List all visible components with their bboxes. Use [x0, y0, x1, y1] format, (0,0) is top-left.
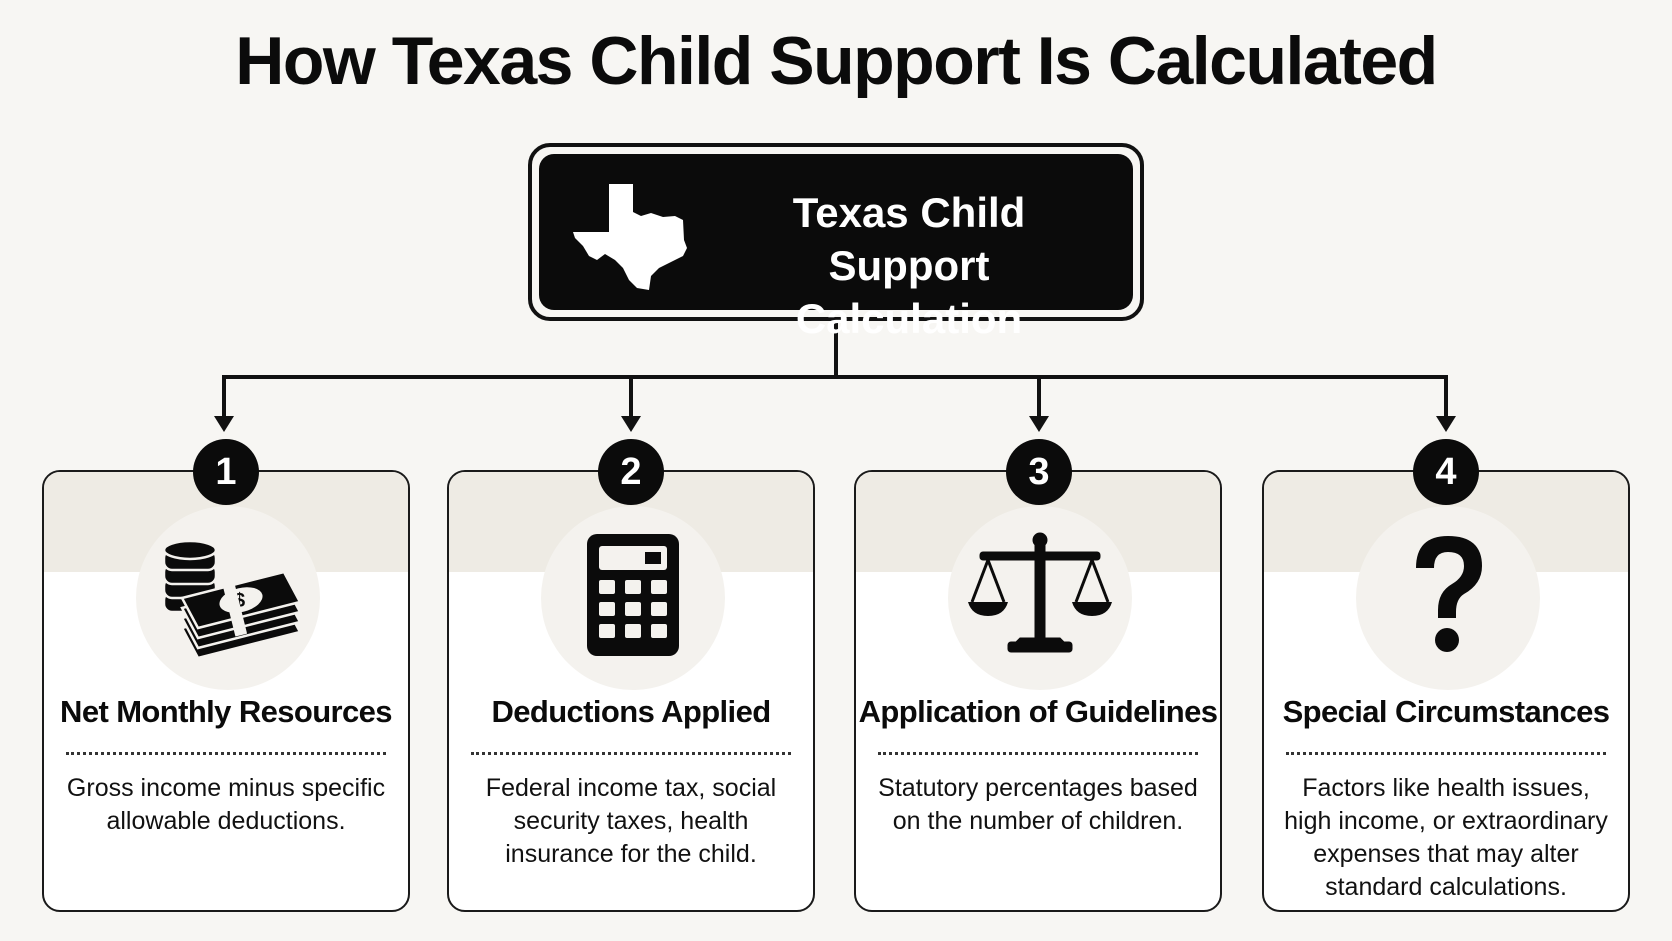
texas-map-icon [573, 184, 687, 290]
icon-backdrop [1356, 506, 1540, 690]
step-heading: Deductions Applied [491, 694, 771, 729]
scales-icon [968, 532, 1112, 653]
step-heading: Special Circumstances [1282, 694, 1610, 729]
step-description: Statutory percentages based on the numbe… [878, 774, 1198, 835]
divider [471, 752, 791, 755]
arrow-head-1 [214, 416, 234, 432]
step-description: Federal income tax, social security taxe… [485, 774, 777, 868]
question-mark-icon [1416, 536, 1482, 652]
step-card-2: Deductions Applied Federal income tax, s… [447, 470, 815, 912]
step-card-1: $ Net Monthly Resources Gross income min… [42, 470, 410, 912]
step-heading: Net Monthly Resources [60, 694, 393, 729]
arrow-head-3 [1029, 416, 1049, 432]
step-number-badge-1: 1 [193, 439, 259, 505]
root-node-label: Texas Child Support Calculation [792, 189, 1026, 342]
root-node: Texas Child Support Calculation [528, 143, 1144, 342]
root-node-inner: Texas Child Support Calculation [539, 154, 1133, 342]
step-description: Gross income minus specific allowable de… [66, 774, 386, 835]
page-title: How Texas Child Support Is Calculated [235, 23, 1438, 99]
arrow-head-2 [621, 416, 641, 432]
icon-backdrop [948, 506, 1132, 690]
divider [1286, 752, 1606, 755]
step-heading: Application of Guidelines [858, 694, 1218, 729]
divider [66, 752, 386, 755]
step-number-badge-4: 4 [1413, 439, 1479, 505]
svg-text:$: $ [234, 590, 245, 612]
divider [878, 752, 1198, 755]
step-description: Factors like health issues, high income,… [1284, 774, 1608, 901]
step-card-4: Special Circumstances Factors like healt… [1262, 470, 1630, 912]
money-stack-icon: $ [162, 539, 302, 660]
step-number-badge-2: 2 [598, 439, 664, 505]
arrow-head-4 [1436, 416, 1456, 432]
icon-backdrop [541, 506, 725, 690]
step-card-3: Application of Guidelines Statutory perc… [854, 470, 1222, 912]
icon-backdrop: $ [136, 506, 320, 690]
calculator-icon [587, 534, 679, 656]
step-number-badge-3: 3 [1006, 439, 1072, 505]
